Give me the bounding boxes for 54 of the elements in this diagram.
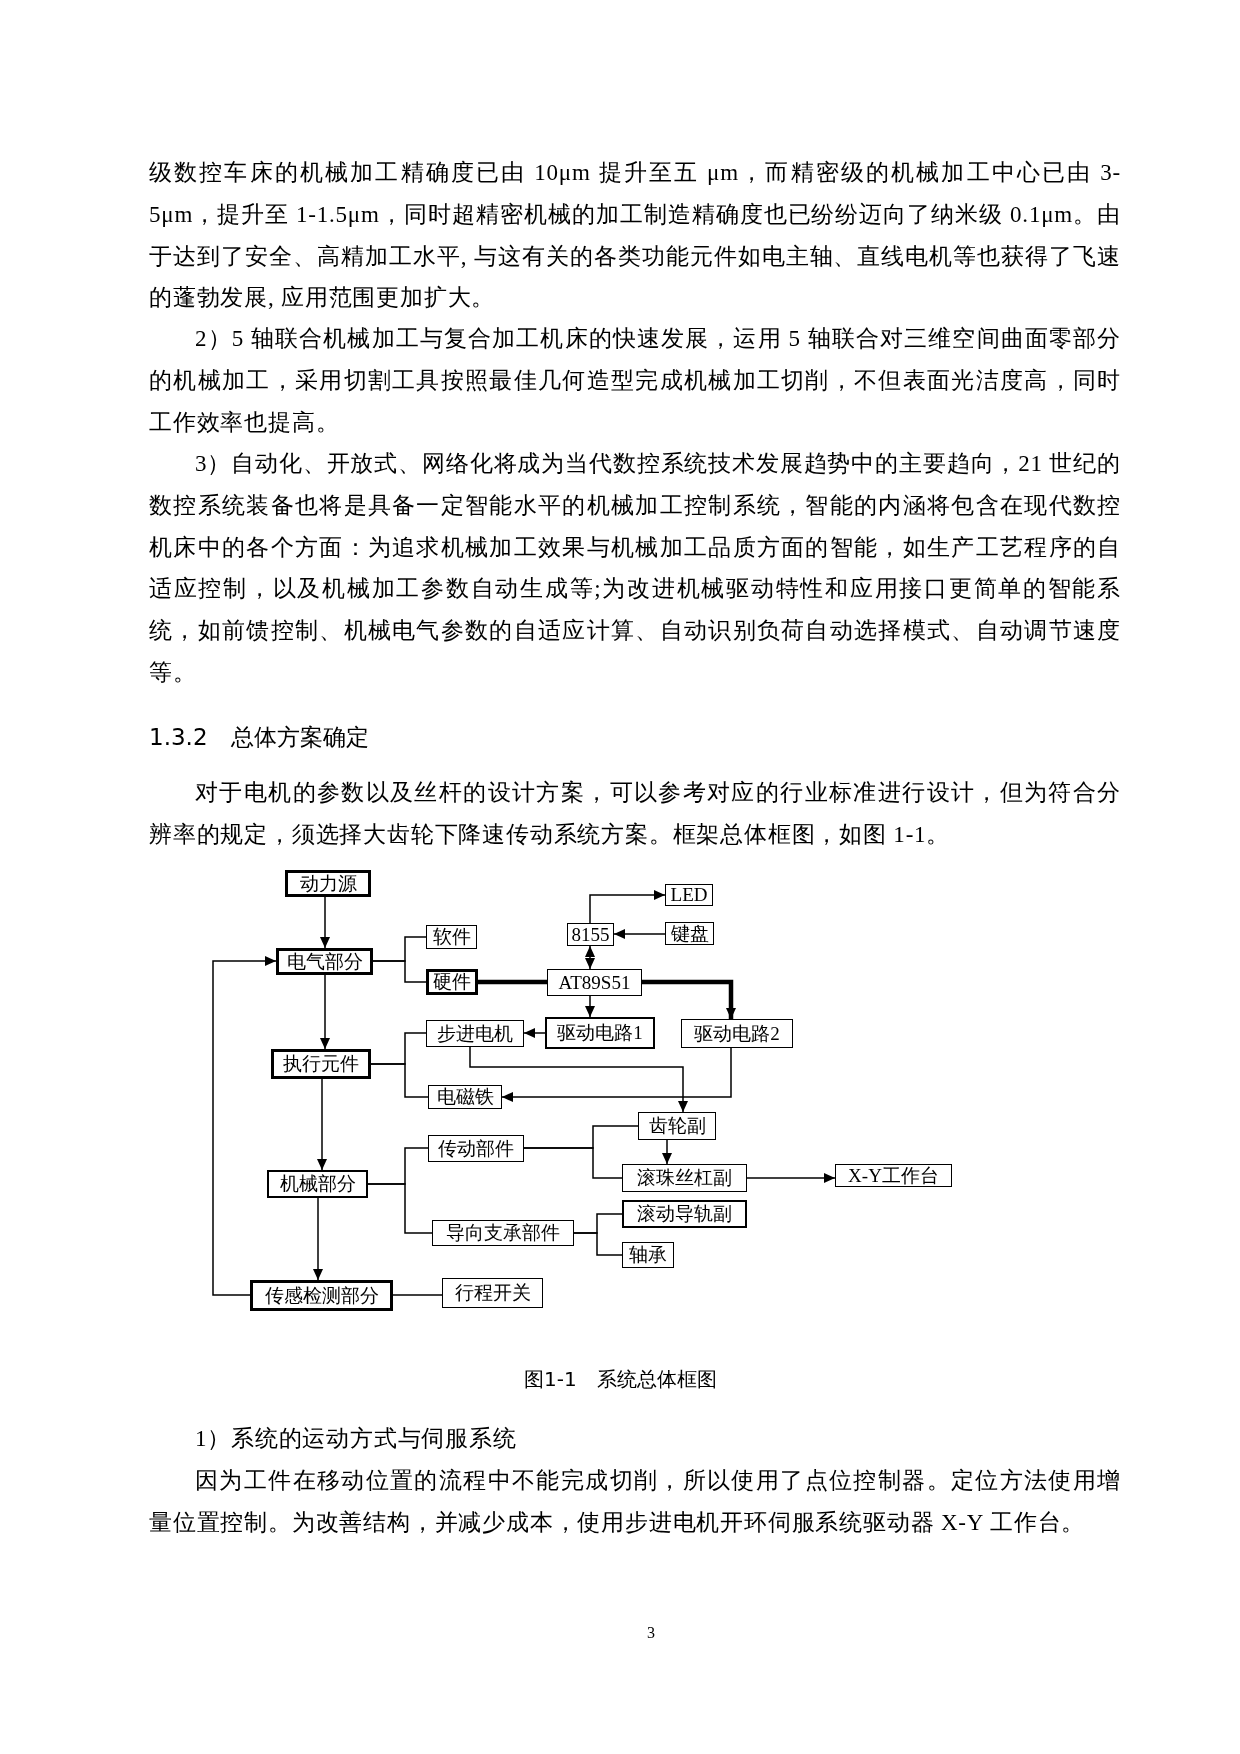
figure-caption: 图1-1 系统总体框图	[524, 1366, 717, 1393]
paragraph: 对于电机的参数以及丝杆的设计方案，可以参考对应的行业标准进行设计，但为符合分辨率的规定，须选择大齿轮下降速传动系统方案。框架总体框图，如图 1-1。	[149, 779, 1121, 849]
process-box: 电气部分	[276, 948, 373, 975]
paragraph: 级数控车床的机械加工精确度已由 10μm 提升至五 μm，而精密级的机械加工中心已由 3-5μm，提升至 1-1.5μm，同时超精密机械的加工制造精确度也已纷纷迈向了纳米级 0.1μm。由于达到了安全、高精加工水平, 与这有关的各类功能元件如电主轴、直线电机等也获得了飞速的蓬勃发展, 应用范围更加扩大。	[149, 159, 1121, 313]
arrow	[317, 1078, 327, 1171]
process-box: 执行元件	[271, 1049, 371, 1079]
arrow	[662, 1139, 672, 1165]
page-number: 3	[647, 1624, 655, 1642]
paragraph: 3）自动化、开放式、网络化将成为当代数控系统技术发展趋势中的主要趋向，21 世纪的数控系统装备也将是具备一定智能水平的机械加工控制系统，智能的内涵将包含在现代数控机床中的各个方面：为追求机械加工效果与机械加工品质方面的智能，如生产工艺程序的自适应控制，以及机械加工参数自动生成等;为改进机械驱动特性和应用接口更简单的智能系统，如前馈控制、机械电气参数的自适应计算、自动识别负荷自动选择模式、自动调节速度等。	[149, 450, 1121, 687]
process-box: 齿轮副	[638, 1112, 716, 1140]
connector-line	[370, 1063, 429, 1098]
process-box: 滚珠丝杠副	[622, 1164, 747, 1192]
arrow	[523, 1028, 546, 1038]
arrow	[313, 1197, 323, 1281]
process-box: X-Y工作台	[835, 1164, 952, 1187]
arrow	[320, 896, 330, 949]
process-box: 驱动电路2	[681, 1019, 793, 1048]
connector-line	[573, 1232, 623, 1256]
process-box: 传感检测部分	[250, 1280, 393, 1311]
connector-line	[372, 960, 427, 983]
arrow	[642, 979, 736, 1019]
process-box: AT89S51	[547, 969, 642, 996]
process-box: 步进电机	[426, 1020, 524, 1047]
process-box: 轴承	[622, 1242, 674, 1268]
paragraph: 2）5 轴联合机械加工与复合加工机床的快速发展，运用 5 轴联合对三维空间曲面零部分的机械加工，采用切割工具按照最佳几何造型完成机械加工切削，不但表面光洁度高，同时工作效率也提高。	[149, 325, 1121, 437]
arrow	[585, 945, 595, 970]
process-box: 硬件	[426, 969, 478, 995]
connector-line	[478, 979, 547, 985]
arrow	[469, 1046, 688, 1113]
process-box: 传动部件	[428, 1135, 524, 1162]
process-box: 键盘	[665, 922, 714, 945]
arrow	[589, 890, 666, 924]
process-box: 行程开关	[442, 1278, 543, 1308]
process-box: 动力源	[285, 870, 371, 897]
process-box: LED	[665, 884, 713, 906]
connector-line	[523, 1147, 623, 1179]
process-box: 8155	[567, 923, 614, 946]
connector-line	[367, 1183, 433, 1234]
process-box: 电磁铁	[428, 1085, 502, 1109]
connector-line	[392, 1294, 443, 1296]
paragraph: 1）系统的运动方式与伺服系统	[194, 1425, 518, 1453]
arrow	[212, 956, 277, 1296]
section-heading: 1.3.2 总体方案确定	[149, 723, 369, 752]
arrow	[613, 929, 666, 939]
arrow	[585, 995, 595, 1018]
arrow	[320, 974, 330, 1050]
arrow	[746, 1173, 836, 1183]
process-box: 滚动导轨副	[622, 1200, 747, 1228]
arrow	[501, 1047, 732, 1102]
process-box: 软件	[426, 925, 477, 949]
process-box: 导向支承部件	[432, 1220, 574, 1246]
process-box: 驱动电路1	[545, 1017, 655, 1049]
process-box: 机械部分	[267, 1170, 368, 1198]
paragraph: 因为工件在移动位置的流程中不能完成切削，所以使用了点位控制器。定位方法使用增量位置控制。为改善结构，并减少成本，使用步进电机开环伺服系统驱动器 X-Y 工作台。	[149, 1467, 1121, 1537]
